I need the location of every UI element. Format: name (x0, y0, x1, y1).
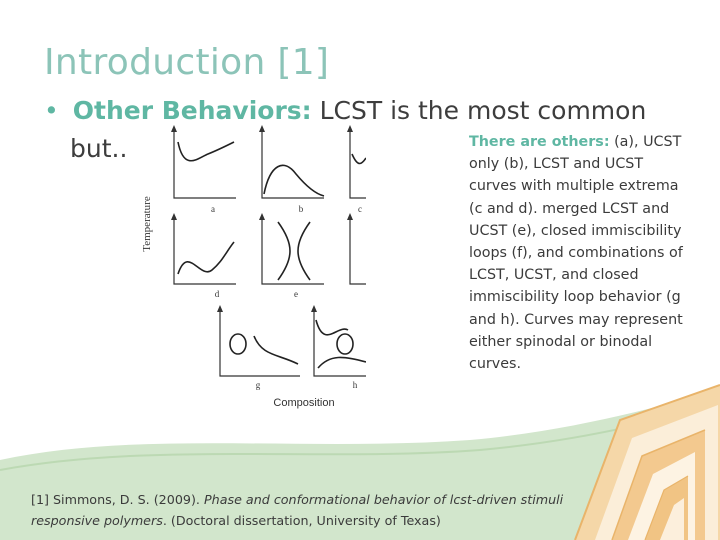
panel-label-c: c (358, 204, 362, 214)
bullet-text-line1: LCST is the most common (311, 96, 647, 125)
panel-g: g (217, 305, 300, 390)
bottom-band-decoration (0, 390, 720, 540)
panel-h: h (311, 305, 366, 390)
panel-c: c (347, 125, 366, 214)
reference-citation: [1] Simmons, D. S. (2009). Phase and con… (31, 489, 591, 531)
side-body: (a), UCST only (b), LCST and UCST curves… (469, 134, 683, 373)
reference-title: Phase and conformational behavior of lcs… (31, 492, 564, 528)
panel-b: b (259, 125, 325, 214)
bullet-highlight: Other Behaviors: (72, 96, 312, 125)
panel-f: f (347, 213, 366, 285)
side-description: There are others: (a), UCST only (b), LC… (469, 131, 691, 375)
panel-label-h: h (353, 380, 358, 390)
panel-label-d: d (215, 289, 220, 299)
slide-title: Introduction [1] (44, 42, 330, 83)
phase-diagram-figure: Temperature a b c d (141, 125, 366, 409)
main-bullet: • Other Behaviors: LCST is the most commo… (44, 92, 664, 168)
panel-label-g: g (256, 380, 261, 390)
side-highlight: There are others: (469, 134, 610, 150)
corner-frames-decoration (574, 384, 720, 540)
panel-label-e: e (294, 289, 298, 299)
panel-label-b: b (299, 204, 304, 214)
reference-prefix: [1] Simmons, D. S. (2009). (31, 492, 204, 507)
panel-label-a: a (211, 204, 215, 214)
y-axis-label: Temperature (141, 196, 153, 252)
x-axis-label: Composition (273, 397, 334, 409)
bullet-dot: • (44, 96, 59, 125)
panel-d: d (171, 213, 236, 299)
reference-suffix: . (Doctoral dissertation, University of … (162, 513, 441, 528)
panel-a: a (171, 125, 236, 214)
bullet-text-line2: but.. (70, 134, 128, 163)
panel-e: e (259, 213, 324, 299)
